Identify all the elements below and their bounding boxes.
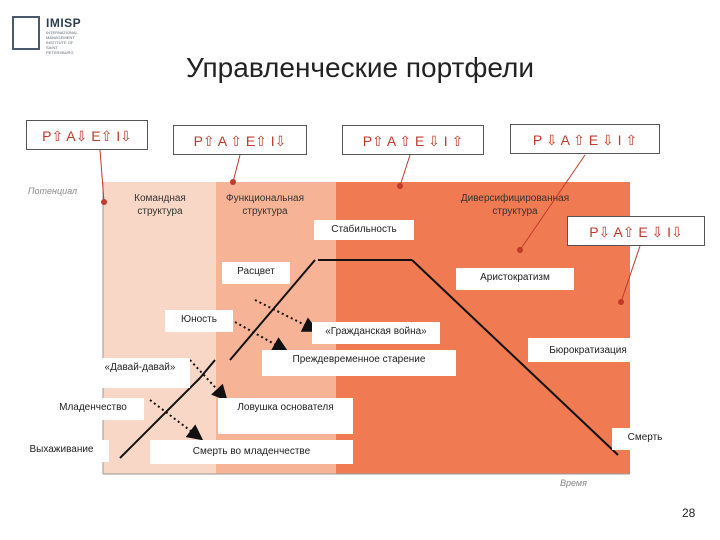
logo-subtitle: INTERNATIONAL MANAGEMENT INSTITUTE OF SA… [46, 30, 78, 55]
pointer-3 [399, 154, 411, 187]
stage-vyhazhivanie: Выхаживание [14, 440, 109, 462]
stage-davai: «Давай-давай» [90, 358, 190, 388]
header-portfolio-4: P ⇩ A ⇧ E ⇩ I ⇧ [510, 124, 660, 154]
curve-growth-3 [229, 259, 316, 361]
stage-rascvet: Расцвет [222, 262, 290, 284]
arrow-founder-trap [189, 359, 228, 401]
pointer-2 [232, 154, 241, 183]
y-axis-label: Потенциал [28, 186, 78, 196]
curve-growth-1 [119, 377, 201, 459]
header-portfolio-1: P⇧ A⇩ E⇧ I⇩ [26, 120, 148, 150]
pointer-5 [620, 245, 641, 303]
stage-aristokratizm: Аристократизм [456, 268, 574, 290]
logo-name: IMISP [46, 16, 82, 30]
curve-decline [411, 259, 619, 456]
stage-byurokratizaciya: Бюрократизация [528, 338, 648, 362]
x-axis-label: Время [560, 478, 587, 488]
trap-civil-war: «Гражданская война» [312, 322, 440, 344]
pointer-4 [519, 154, 586, 251]
trap-premature-aging: Преждевременное старение [262, 350, 456, 376]
stage-yunost: Юность [165, 310, 233, 332]
curve-growth-2 [199, 359, 216, 379]
stage-mladenchestvo: Младенчество [42, 398, 144, 420]
label-command-structure: Командная структура [134, 193, 186, 217]
page-number: 28 [682, 506, 696, 520]
trap-founder: Ловушка основателя [218, 398, 353, 434]
label-diversified-structure: Диверсифицированная структура [460, 193, 570, 217]
page-title: Управленческие портфели [185, 52, 535, 83]
trap-infant-death: Смерть во младенчестве [150, 440, 353, 464]
stage-smert: Смерть [612, 428, 678, 450]
logo-mark [12, 16, 40, 50]
label-functional-structure: Функциональная структура [225, 193, 304, 217]
header-portfolio-3: P⇧ A ⇧ E ⇩ I ⇧ [342, 125, 484, 155]
header-portfolio-2: P⇧ A ⇧ E⇧ I⇩ [173, 125, 307, 155]
stage-stabilnost: Стабильность [314, 220, 414, 240]
pointer-1 [99, 149, 105, 203]
arrow-infant-death [149, 399, 204, 441]
header-portfolio-5: P⇩ A⇧ E ⇩ I⇩ [567, 216, 705, 246]
arrow-civil-war [254, 299, 319, 332]
